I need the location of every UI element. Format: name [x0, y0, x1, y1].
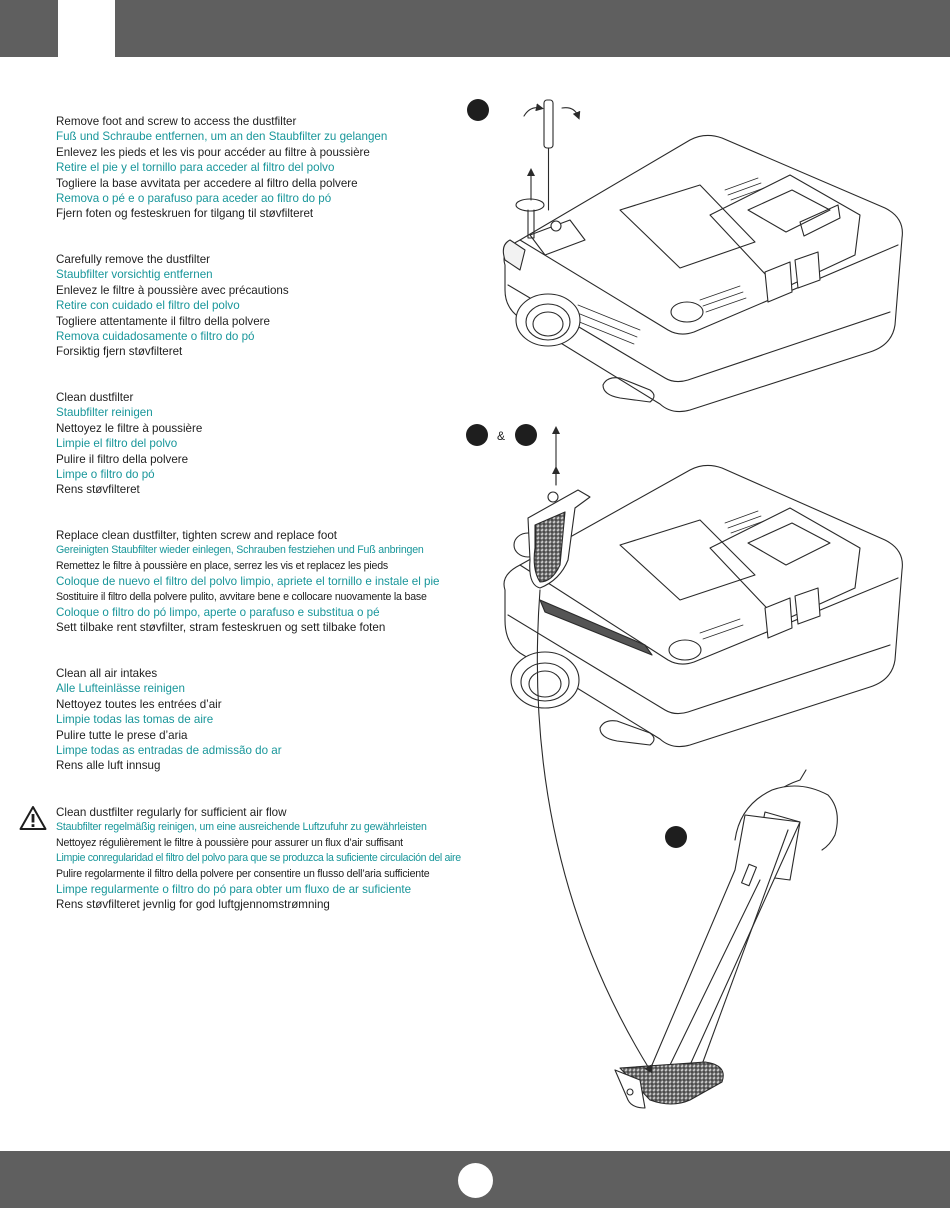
step-3-en: Clean dustfilter — [56, 391, 134, 404]
warning-es: Limpie conregularidad el filtro del polv… — [56, 852, 461, 865]
step-4-it: Sostituire il filtro della polvere pulit… — [56, 590, 427, 603]
step-2-pt: Remova cuidadosamente o filtro do pó — [56, 330, 255, 344]
page-header-bar — [0, 0, 950, 57]
step-3-es: Limpie el filtro del polvo — [56, 437, 178, 451]
foot-and-screwdriver — [515, 99, 581, 239]
vacuum-cleaner-and-hand — [614, 769, 838, 1109]
step-3-no: Rens støvfilteret — [56, 483, 140, 497]
instruction-step-5: Clean all air intakes Alle Lufteinlässe … — [56, 666, 486, 774]
step-5-no: Rens alle luft innsug — [56, 759, 161, 773]
step-4-de: Gereinigten Staubfilter wieder einlegen,… — [56, 544, 424, 557]
step-4-en: Replace clean dustfilter, tighten screw … — [56, 529, 337, 542]
step-2-it: Togliere attentamente il filtro della po… — [56, 314, 270, 328]
projector-filter-removed — [503, 464, 903, 748]
warning-fr: Nettoyez régulièrement le filtre à pouss… — [56, 836, 403, 849]
ampersand-label: & — [497, 429, 505, 443]
step-2-no: Forsiktig fjern støvfilteret — [56, 345, 183, 359]
step-1-en: Remove foot and screw to access the dust… — [56, 115, 297, 128]
warning-en: Clean dustfilter regularly for sufficien… — [56, 806, 287, 819]
instruction-step-2: Carefully remove the dustfilter Staubfil… — [56, 252, 486, 360]
warning-no: Rens støvfilteret jevnlig for god luftgj… — [56, 898, 330, 912]
page-number-marker — [458, 1163, 493, 1198]
step-1-de: Fuß und Schraube entfernen, um an den St… — [56, 130, 388, 144]
dustfilter-lifted — [527, 426, 591, 589]
step-marker-3 — [515, 424, 537, 446]
step-2-es: Retire con cuidado el filtro del polvo — [56, 299, 240, 313]
header-tab — [58, 0, 115, 57]
step-3-de: Staubfilter reinigen — [56, 406, 153, 420]
filter-path-arrow — [536, 589, 653, 1074]
projector-top-view — [502, 134, 903, 413]
step-marker-2 — [466, 424, 488, 446]
step-3-it: Pulire il filtro della polvere — [56, 452, 189, 466]
warning-de: Staubfilter regelmäßig reinigen, um eine… — [56, 821, 427, 834]
page-footer-bar — [0, 1151, 950, 1208]
step-3-fr: Nettoyez le filtre à poussière — [56, 421, 203, 435]
step-1-no: Fjern foten og festeskruen for tilgang t… — [56, 207, 314, 221]
warning-it: Pulire regolarmente il filtro della polv… — [56, 867, 430, 880]
instruction-step-1: Remove foot and screw to access the dust… — [56, 114, 486, 222]
step-5-fr: Nettoyez toutes les entrées d’air — [56, 697, 222, 711]
step-5-de: Alle Lufteinlässe reinigen — [56, 682, 185, 696]
step-2-de: Staubfilter vorsichtig entfernen — [56, 268, 213, 282]
step-1-es: Retire el pie y el tornillo para acceder… — [56, 161, 335, 175]
step-3-pt: Limpe o filtro do pó — [56, 468, 155, 482]
warning-pt: Limpe regularmente o filtro do pó para o… — [56, 883, 412, 897]
warning-notice: Clean dustfilter regularly for sufficien… — [56, 805, 486, 913]
step-1-fr: Enlevez les pieds et les vis pour accéde… — [56, 145, 370, 159]
step-4-fr: Remettez le filtre à poussière en place,… — [56, 559, 389, 572]
warning-triangle-icon — [19, 806, 47, 830]
projector-maintenance-illustration: & — [466, 99, 903, 1109]
instruction-step-4: Replace clean dustfilter, tighten screw … — [56, 528, 486, 636]
step-4-pt: Coloque o filtro do pó limpo, aperte o p… — [56, 606, 380, 620]
step-marker-1 — [467, 99, 489, 121]
step-2-fr: Enlevez le filtre à poussière avec préca… — [56, 283, 289, 297]
step-5-en: Clean all air intakes — [56, 667, 158, 680]
step-5-pt: Limpe todas as entradas de admissão do a… — [56, 744, 282, 758]
step-1-it: Togliere la base avvitata per accedere a… — [56, 176, 358, 190]
step-5-it: Pulire tutte le prese d’aria — [56, 728, 188, 742]
step-marker-5 — [665, 826, 687, 848]
step-4-es: Coloque de nuevo el filtro del polvo lim… — [56, 575, 440, 589]
step-5-es: Limpie todas las tomas de aire — [56, 713, 214, 727]
instruction-step-3: Clean dustfilter Staubfilter reinigen Ne… — [56, 390, 486, 498]
step-1-pt: Remova o pé e o parafuso para aceder ao … — [56, 192, 332, 206]
step-4-no: Sett tilbake rent støvfilter, stram fest… — [56, 621, 386, 635]
step-2-en: Carefully remove the dustfilter — [56, 253, 211, 266]
